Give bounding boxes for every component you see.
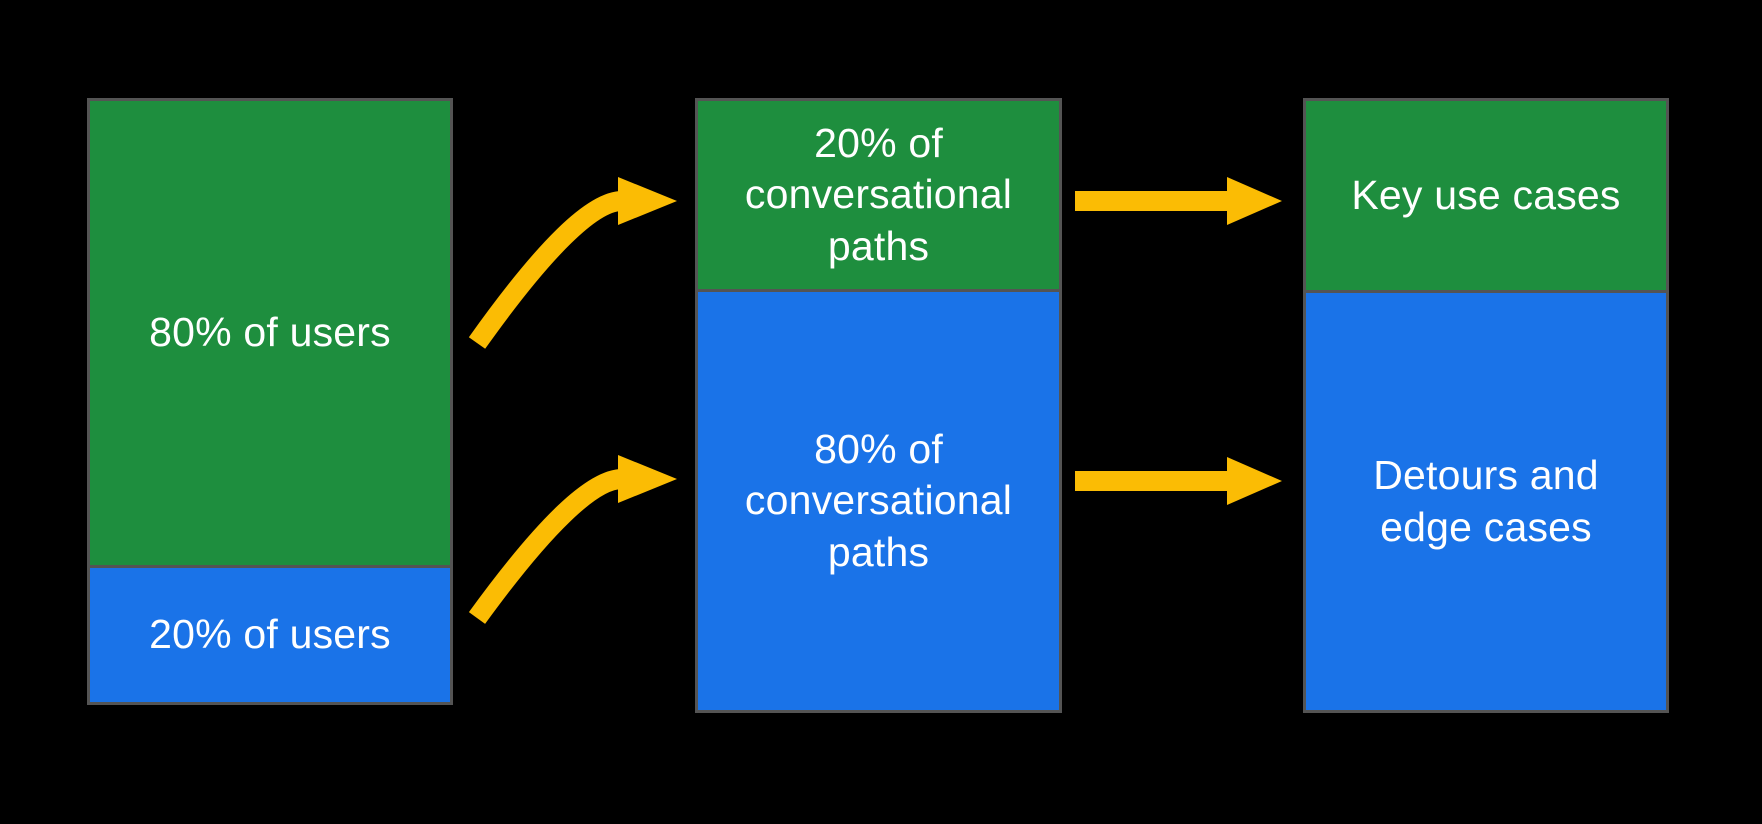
segment-paths-majority: 80% of conversational paths bbox=[698, 289, 1059, 710]
curved-arrow-users-to-paths-bottom bbox=[468, 455, 677, 624]
segment-users-minority: 20% of users bbox=[90, 564, 450, 702]
straight-arrow-paths-to-outcomes-top bbox=[1075, 177, 1282, 225]
column-outcomes: Key use cases Detours and edge cases bbox=[1303, 98, 1669, 713]
curved-arrow-users-to-paths-top bbox=[468, 177, 677, 349]
segment-key-use-cases: Key use cases bbox=[1306, 101, 1666, 291]
segment-users-minority-label: 20% of users bbox=[149, 611, 391, 658]
segment-key-use-cases-label: Key use cases bbox=[1351, 171, 1621, 218]
segment-users-majority-label: 80% of users bbox=[149, 309, 391, 356]
column-users: 80% of users 20% of users bbox=[87, 98, 453, 705]
segment-paths-majority-label: 80% of conversational paths bbox=[744, 426, 1013, 575]
segment-paths-minority: 20% of conversational paths bbox=[698, 101, 1059, 290]
segment-detours-edge-cases: Detours and edge cases bbox=[1306, 290, 1666, 710]
straight-arrow-paths-to-outcomes-bottom bbox=[1075, 457, 1282, 505]
segment-detours-edge-cases-label: Detours and edge cases bbox=[1373, 452, 1599, 550]
segment-users-majority: 80% of users bbox=[90, 101, 450, 565]
column-conversational-paths: 20% of conversational paths 80% of conve… bbox=[695, 98, 1062, 713]
segment-paths-minority-label: 20% of conversational paths bbox=[744, 120, 1013, 269]
